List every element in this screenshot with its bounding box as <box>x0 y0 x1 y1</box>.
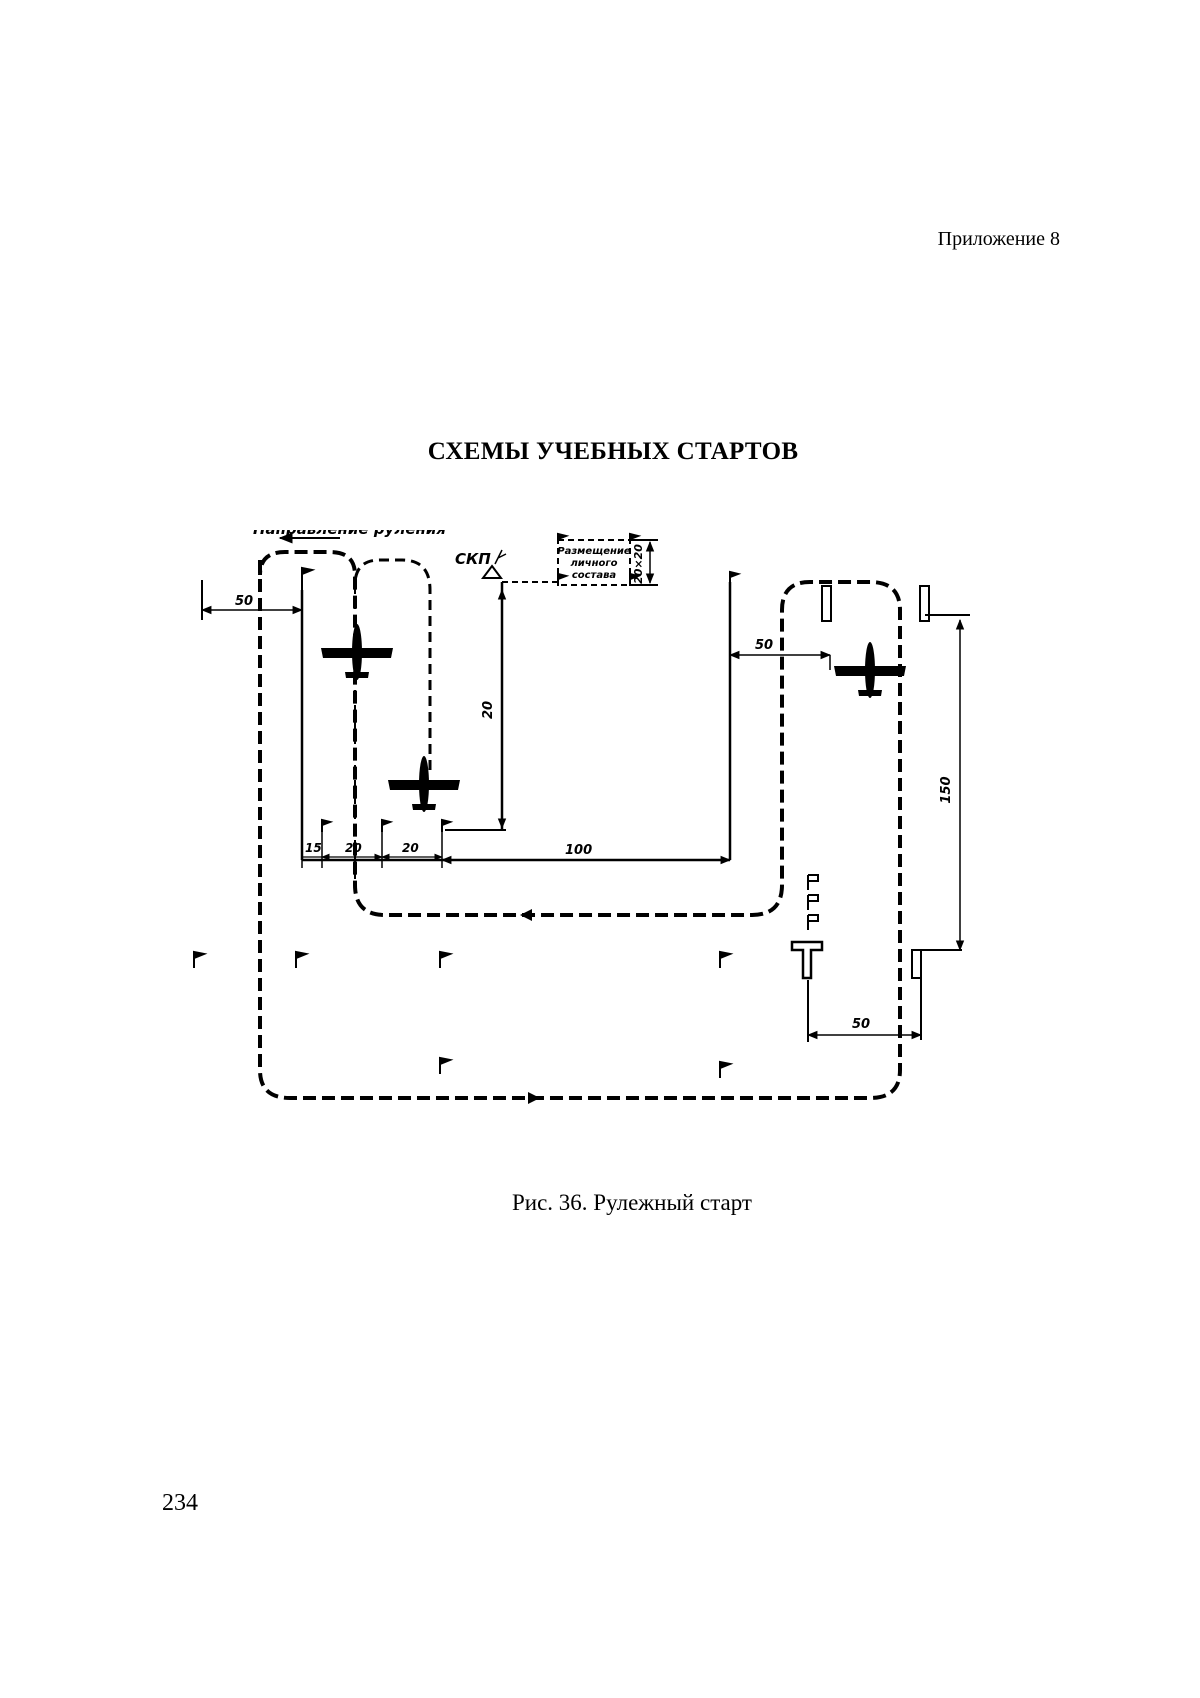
taxi-direction-label: Направление руления <box>253 530 446 538</box>
dim-bottom-50: 50 <box>852 1017 870 1032</box>
dim-seg-15: 15 <box>305 841 322 855</box>
right-marker-c <box>911 949 922 979</box>
right-marker-a <box>821 585 832 622</box>
dim-left-offset: 50 <box>235 594 253 609</box>
command-post-label: СКП <box>455 550 491 568</box>
page-title: СХЕМЫ УЧЕБНЫХ СТАРТОВ <box>427 438 799 465</box>
taxi-start-diagram: Размещение личного состава 20×20 Направл… <box>190 530 1040 1170</box>
command-post-icon <box>481 564 503 579</box>
personnel-area-line-3: состава <box>572 570 617 581</box>
aircraft-1-icon <box>321 624 393 680</box>
signal-panels <box>807 874 819 930</box>
route-arrow-inner <box>520 909 532 921</box>
personnel-area-line-2: личного <box>570 558 617 569</box>
landing-t-icon <box>790 940 824 980</box>
outer-taxi-route <box>258 550 902 1100</box>
right-marker-b <box>919 585 930 622</box>
aircraft-2-icon <box>388 756 460 812</box>
dim-vertical-150: 150 <box>939 776 954 803</box>
personnel-area-line-1: Размещение <box>557 546 631 557</box>
inner-taxi-route <box>353 558 432 770</box>
page-number: 234 <box>162 1490 198 1516</box>
dim-horizontal-100: 100 <box>565 843 592 858</box>
dim-seg-20-a: 20 <box>345 841 362 855</box>
route-arrow-bottom <box>528 1092 540 1104</box>
aircraft-3-icon <box>834 642 906 698</box>
boundary-flags <box>193 532 742 1078</box>
personnel-area <box>557 539 631 586</box>
appendix-label: Приложение 8 <box>937 228 1060 250</box>
dim-right-50: 50 <box>755 638 773 653</box>
personnel-area-size: 20×20 <box>632 544 645 584</box>
figure-caption: Рис. 36. Рулежный старт <box>512 1190 752 1215</box>
dim-seg-20-b: 20 <box>402 841 419 855</box>
dim-vertical-20: 20 <box>481 701 496 719</box>
